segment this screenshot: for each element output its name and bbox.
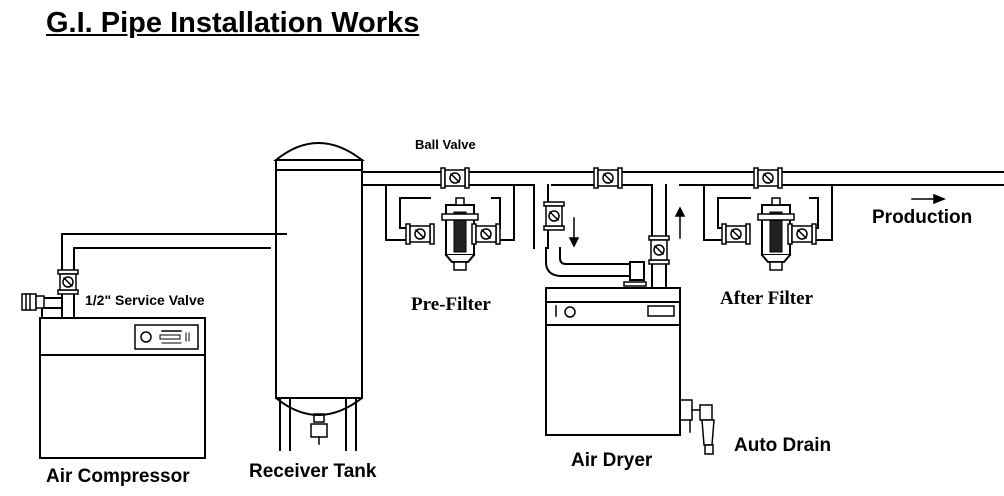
main-header-pipe — [362, 172, 1004, 185]
air-compressor-label: Air Compressor — [46, 466, 190, 487]
page-title: G.I. Pipe Installation Works — [46, 7, 420, 39]
ball-valve-icon — [594, 168, 622, 188]
ball-valve-icon — [754, 168, 782, 188]
service-valve-icon — [22, 294, 44, 310]
auto-drain-label: Auto Drain — [734, 435, 832, 456]
ball-valve-icon — [472, 224, 500, 244]
ball-valve-icon — [406, 224, 434, 244]
receiver-tank — [276, 143, 362, 450]
production-arrow-icon — [912, 195, 944, 203]
air-dryer-unit — [546, 288, 692, 435]
ball-valve-icon — [544, 202, 564, 230]
dryer-inlet-pipe — [534, 185, 646, 286]
production-label: Production — [872, 207, 973, 228]
auto-drain-unit — [690, 405, 714, 454]
after-filter-label: After Filter — [720, 288, 814, 309]
air-dryer-label: Air Dryer — [571, 450, 653, 471]
after-filter-bypass-pipe — [704, 185, 832, 240]
ball-valve-icon — [441, 168, 469, 188]
flow-arrow-up-icon — [676, 208, 684, 238]
ball-valve-label: Ball Valve — [415, 137, 476, 152]
receiver-tank-label: Receiver Tank — [249, 461, 377, 482]
pre-filter-unit — [442, 198, 478, 270]
ball-valve-icon — [722, 224, 750, 244]
service-valve-label: 1/2" Service Valve — [85, 292, 205, 308]
pre-filter-label: Pre-Filter — [411, 294, 491, 315]
flow-arrow-down-icon — [570, 218, 578, 246]
air-compressor-unit — [40, 318, 205, 458]
ball-valve-icon — [649, 236, 669, 264]
ball-valve-icon — [788, 224, 816, 244]
compressor-ball-valve-icon — [58, 270, 78, 294]
ball-valves — [406, 168, 816, 264]
